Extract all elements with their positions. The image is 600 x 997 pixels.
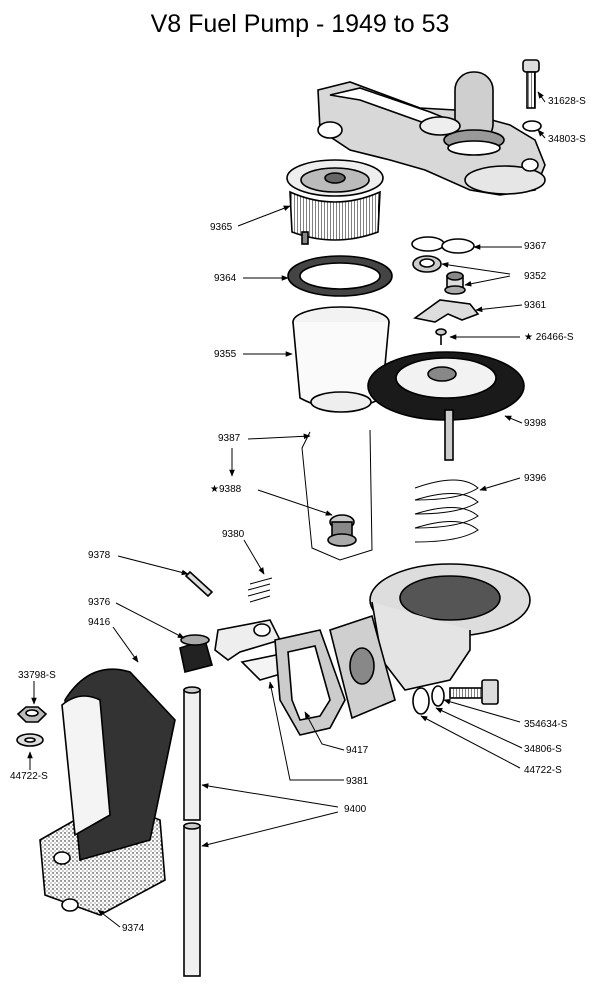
washer-44722-left-part — [16, 733, 44, 747]
retainer-9361-part — [413, 299, 480, 323]
label-44722-s-right: 44722-S — [524, 765, 562, 776]
thumb-nut-9388-part — [327, 514, 357, 547]
label-9374: 9374 — [122, 923, 145, 934]
part-labels: 31628-S 34803-S 9365 9367 9364 9352 9361… — [10, 96, 586, 934]
diagram-title: V8 Fuel Pump - 1949 to 53 — [150, 10, 450, 38]
gasket-9417-part — [274, 629, 346, 736]
valve-9352-part — [412, 255, 466, 295]
pin-9378-part — [184, 570, 214, 598]
washer-44722-part — [412, 687, 430, 715]
label-9417: 9417 — [346, 745, 369, 756]
rocker-arm-9376-part — [179, 619, 282, 673]
label-9352: 9352 — [524, 271, 547, 282]
spring-9380-part — [247, 577, 273, 603]
label-31628-s: 31628-S — [548, 96, 586, 107]
label-9381: 9381 — [346, 776, 369, 787]
label-34806-s: 34806-S — [524, 744, 562, 755]
label-9376: 9376 — [88, 597, 111, 608]
label-9388: ★9388 — [210, 484, 242, 495]
push-rod-9400-part — [183, 686, 201, 977]
label-26466-s: ★ 26466-S — [524, 332, 574, 343]
glass-bowl-9355-part — [292, 306, 390, 413]
gasket-9367-part — [411, 236, 475, 254]
label-9416: 9416 — [88, 617, 111, 628]
label-9387: 9387 — [218, 433, 241, 444]
label-9398: 9398 — [524, 418, 547, 429]
bolt-354634-part — [449, 679, 499, 705]
gasket-9364-part — [287, 255, 393, 297]
label-9364: 9364 — [214, 273, 237, 284]
label-9400: 9400 — [344, 804, 367, 815]
filter-screen-9365-part — [286, 159, 384, 245]
label-9378: 9378 — [88, 550, 111, 561]
label-33798-s: 33798-S — [18, 670, 56, 681]
label-9365: 9365 — [210, 222, 233, 233]
label-44722-s-left: 44722-S — [10, 771, 48, 782]
label-9367: 9367 — [524, 241, 547, 252]
label-34803-s: 34803-S — [548, 134, 586, 145]
screw-26466-part — [435, 328, 447, 345]
washer-34803-part — [522, 120, 542, 132]
label-354634-s: 354634-S — [524, 719, 568, 730]
diaphragm-9398-part — [367, 351, 525, 461]
washer-34806-part — [431, 685, 445, 707]
leader-lines — [27, 91, 546, 928]
label-9380: 9380 — [222, 529, 245, 540]
spacer-9416-part — [39, 668, 176, 916]
pump-body-part — [329, 563, 531, 720]
label-9396: 9396 — [524, 473, 547, 484]
screw-31628-part — [522, 59, 540, 109]
label-9361: 9361 — [524, 300, 547, 311]
pump-cover-part — [317, 71, 546, 196]
nut-33798-part — [16, 706, 48, 723]
spring-9396-part — [414, 479, 479, 543]
bail-9387-part — [301, 429, 373, 561]
label-9355: 9355 — [214, 349, 237, 360]
